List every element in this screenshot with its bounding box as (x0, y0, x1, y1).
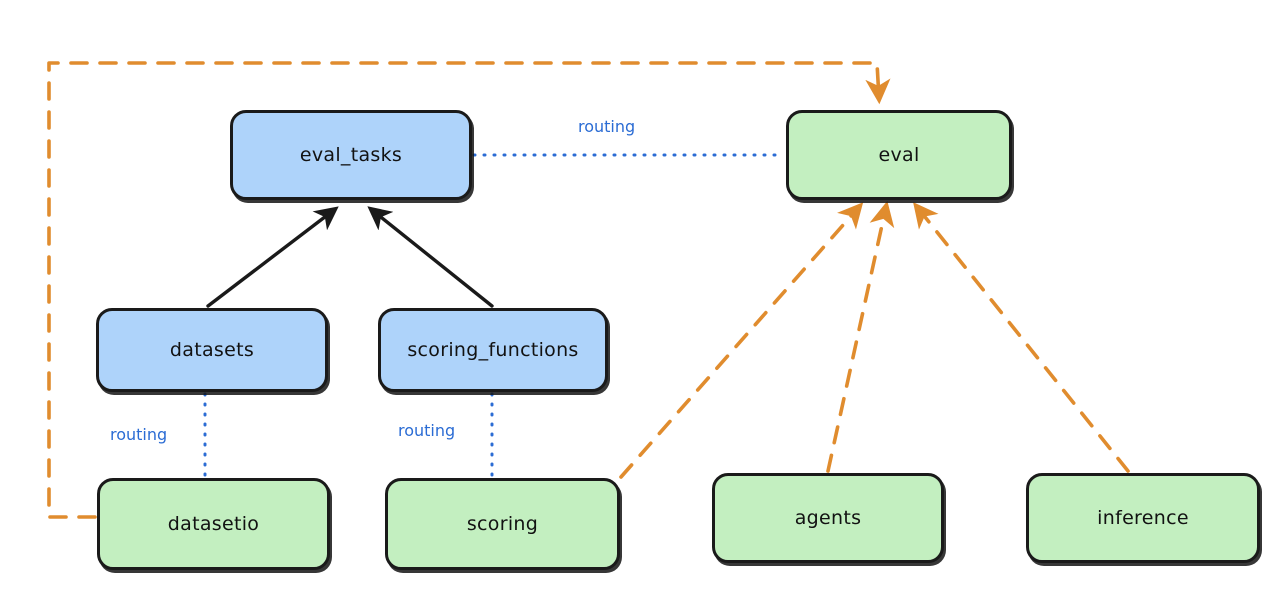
node-datasets[interactable]: datasets (96, 308, 328, 392)
node-label: eval_tasks (299, 144, 403, 166)
node-eval-tasks[interactable]: eval_tasks (230, 110, 472, 200)
node-label: eval (878, 144, 920, 166)
edge-label-routing-scoring-functions-scoring: routing (398, 421, 456, 440)
edge-label-routing-eval-tasks-eval: routing (578, 117, 636, 136)
node-scoring-functions[interactable]: scoring_functions (378, 308, 608, 392)
node-label: datasets (169, 339, 255, 361)
edge-agents-to-eval (826, 200, 895, 473)
edge-scoring-to-eval (619, 202, 864, 479)
node-scoring[interactable]: scoring (385, 478, 620, 570)
node-label: agents (794, 507, 862, 529)
node-eval[interactable]: eval (786, 110, 1012, 200)
edge-scoring-functions-to-eval-tasks (367, 206, 494, 308)
node-agents[interactable]: agents (712, 473, 944, 563)
node-label: scoring_functions (407, 339, 579, 361)
node-label: scoring (466, 513, 539, 535)
edge-datasets-to-eval-tasks (206, 206, 339, 308)
edge-inference-to-eval (913, 202, 1130, 473)
node-datasetio[interactable]: datasetio (97, 478, 330, 570)
edge-label-routing-datasets-datasetio: routing (110, 425, 168, 444)
node-inference[interactable]: inference (1026, 473, 1260, 563)
node-label: inference (1097, 507, 1189, 529)
node-label: datasetio (167, 513, 260, 535)
